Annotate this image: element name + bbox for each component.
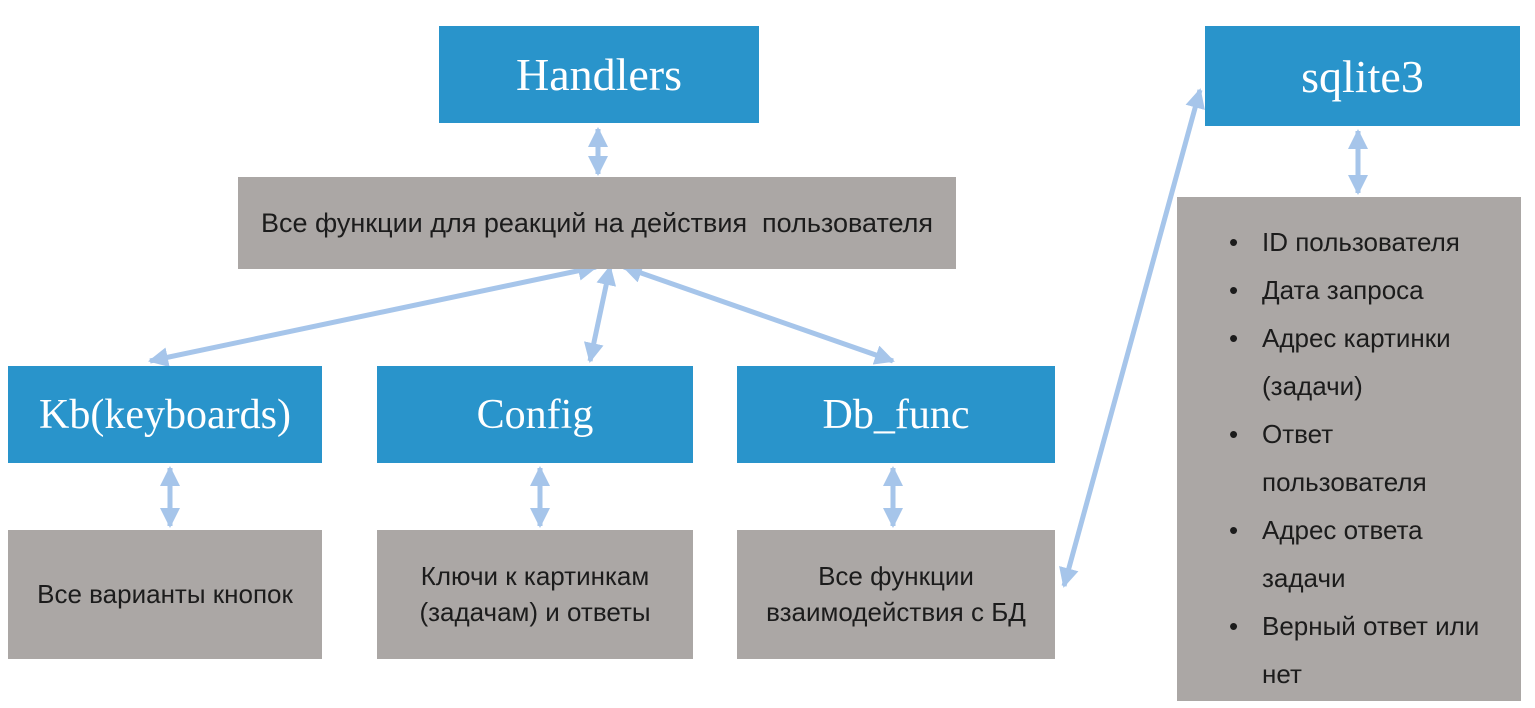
node-kb-desc: Все варианты кнопок: [8, 530, 322, 659]
sqlite3-field-list: ID пользователя Дата запроса Адрес карти…: [1177, 218, 1521, 698]
field-list-item: Верный ответ или нет: [1177, 602, 1521, 698]
field-list-item: ID пользователя: [1177, 218, 1521, 266]
field-list-item: Ответ пользователя: [1177, 410, 1521, 506]
node-sqlite3: sqlite3: [1205, 26, 1520, 126]
field-list-item: Адрес ответа задачи: [1177, 506, 1521, 602]
node-db-func: Db_func: [737, 366, 1055, 463]
node-kb: Kb(keyboards): [8, 366, 322, 463]
node-config-desc: Ключи к картинкам (задачам) и ответы: [377, 530, 693, 659]
connector-functions-config: [583, 265, 617, 363]
field-list-item: Дата запроса: [1177, 266, 1521, 314]
node-handlers-desc: Все функции для реакций на действия поль…: [238, 177, 956, 269]
field-list-item: Адрес картинки (задачи): [1177, 314, 1521, 410]
node-handlers: Handlers: [439, 26, 759, 123]
node-db-func-desc: Все функции взаимодействия с БД: [737, 530, 1055, 659]
connector-functions-dbfunc: [622, 263, 895, 365]
connector-functions-kb: [148, 260, 598, 368]
sqlite3-fields-panel: ID пользователя Дата запроса Адрес карти…: [1177, 197, 1521, 701]
node-config: Config: [377, 366, 693, 463]
